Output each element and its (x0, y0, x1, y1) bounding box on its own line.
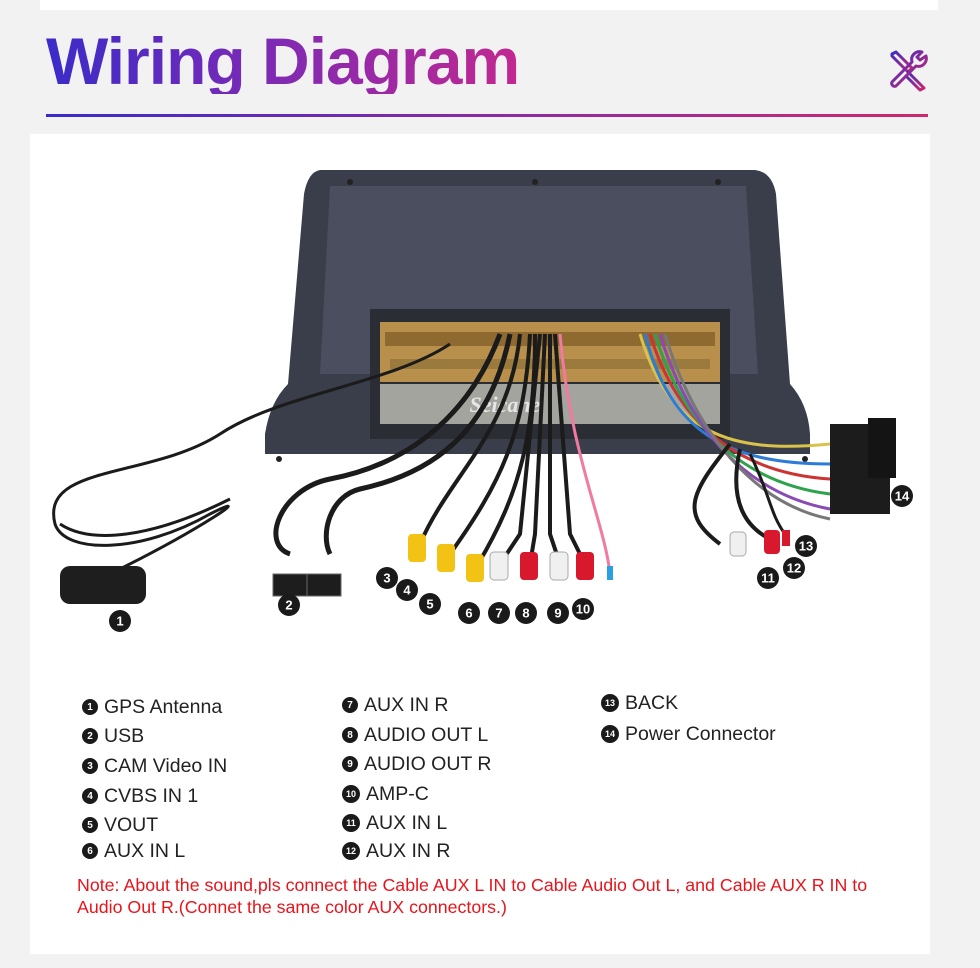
svg-text:7: 7 (495, 606, 502, 621)
svg-text:10: 10 (576, 602, 590, 617)
svg-text:4: 4 (403, 583, 411, 598)
usb-connector-icon (306, 573, 342, 597)
header: Wiring Diagram (40, 10, 938, 118)
tools-icon (890, 50, 928, 92)
svg-text:8: 8 (522, 606, 529, 621)
callout-badges: 1 2 3 4 5 6 7 8 9 10 11 12 13 14 (109, 485, 913, 632)
wiring-photo: Seicane (52, 170, 913, 632)
svg-text:6: 6 (465, 606, 472, 621)
svg-text:11: 11 (761, 571, 775, 586)
svg-text:1: 1 (116, 614, 123, 629)
svg-text:2: 2 (285, 598, 292, 613)
gps-antenna-icon (60, 566, 146, 604)
svg-text:3: 3 (383, 571, 390, 586)
rca-plug-icons (408, 534, 613, 582)
svg-text:9: 9 (554, 606, 561, 621)
svg-text:14: 14 (895, 489, 910, 504)
usb-connector-icon (272, 573, 308, 597)
svg-text:5: 5 (426, 597, 433, 612)
title-underline (46, 114, 928, 117)
svg-text:12: 12 (787, 561, 801, 576)
head-unit (265, 170, 810, 462)
power-harness (638, 333, 896, 557)
page-title: Wiring Diagram (46, 24, 520, 98)
svg-text:13: 13 (799, 539, 813, 554)
sound-note: Note: About the sound,pls connect the Ca… (77, 875, 868, 917)
top-strip (40, 0, 938, 10)
diagram-panel: Seicane (30, 134, 930, 954)
